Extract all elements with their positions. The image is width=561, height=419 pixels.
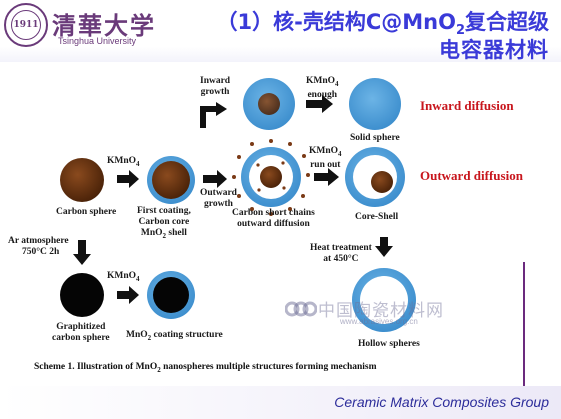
label-mno2-coating-main: MnO <box>126 330 148 340</box>
watermark-logo-icon <box>285 301 317 317</box>
label-kmno4-1-sub: 4 <box>136 159 140 168</box>
label-mno2-shell-sub: 2 <box>162 231 167 240</box>
arrow-ar-atmosphere <box>73 240 91 265</box>
header-band <box>0 0 561 62</box>
label-first-coating: First coating, Carbon core MnO2 shell <box>137 206 191 242</box>
university-name-cn: 清華大学 <box>52 11 156 40</box>
solid-sphere <box>349 78 401 130</box>
inward-sphere-core <box>258 93 280 115</box>
label-kmno4-enough: KMnO4 enough <box>306 76 339 101</box>
label-first-coating-line1: First coating, <box>137 206 191 216</box>
mno2-coating-core <box>153 277 189 313</box>
slide-title-line2: 电容器材料 <box>439 38 549 62</box>
core-shell-core <box>371 171 393 193</box>
label-first-coating-line3: MnO2 shell <box>137 228 191 242</box>
caption-suffix: nanospheres multiple structures forming … <box>160 362 377 372</box>
arrow-kmno4-2 <box>117 286 139 304</box>
diffusion-dots <box>232 139 310 216</box>
decorative-right-rule <box>523 262 525 388</box>
label-ar-line1: Ar atmosphere <box>8 236 69 246</box>
university-name-en: Tsinghua University <box>58 36 137 46</box>
label-ar-line2: 750°C 2h <box>22 247 60 257</box>
label-hollow-spheres: Hollow spheres <box>358 339 420 349</box>
label-kmno4-enough-line2: enough <box>307 89 338 100</box>
label-kmno4-enough-sub: 4 <box>335 79 339 88</box>
seal-inner-ring: 1911 <box>11 10 41 40</box>
label-outward-diffusion: Outward diffusion <box>420 168 523 183</box>
graphitized-sphere <box>60 273 104 317</box>
label-kmno4-2: KMnO4 <box>107 271 140 285</box>
carbon-sphere <box>60 158 104 202</box>
arrow-outward-growth <box>203 170 227 188</box>
footer-group-name: Ceramic Matrix Composites Group <box>334 394 549 410</box>
label-kmno4-enough-main: KMnO <box>306 76 336 86</box>
label-carbon-short-chains: Carbon short chains outward diffusion <box>232 208 315 230</box>
label-kmno4-runout: KMnO4 run out <box>309 146 342 171</box>
label-core-shell: Core-Shell <box>355 212 399 222</box>
label-mno2-coating-tail: coating structure <box>151 330 223 340</box>
arrow-kmno4-runout <box>314 168 339 186</box>
label-graphitized-line1: Graphitized <box>56 322 106 332</box>
label-kmno4-1: KMnO4 <box>107 156 140 170</box>
label-outward-growth-line2: growth <box>204 199 233 209</box>
label-outward-growth: Outward growth <box>200 188 237 210</box>
label-kmno4-2-main: KMnO <box>107 271 137 281</box>
label-inward-growth-line2: growth <box>200 87 230 97</box>
label-kmno4-enough-line1: KMnO4 <box>306 76 339 90</box>
arrow-heat-treatment <box>375 237 393 257</box>
label-kmno4-runout-line1: KMnO4 <box>309 146 342 160</box>
footer-band <box>0 386 561 419</box>
label-inward-growth-line1: Inward <box>200 76 231 86</box>
label-mno2-coating: MnO2 coating structure <box>126 330 223 344</box>
caption-prefix: Scheme 1. Illustration of MnO <box>34 362 158 372</box>
label-graphitized-line2: carbon sphere <box>52 333 110 343</box>
label-kmno4-runout-sub: 4 <box>338 149 342 158</box>
label-kmno4-runout-main: KMnO <box>309 146 339 156</box>
label-inward-diffusion: Inward diffusion <box>420 98 514 113</box>
title-line1-text: （1）核-壳结构C@MnO <box>216 10 456 34</box>
first-coating-core <box>152 161 190 199</box>
label-kmno4-1-main: KMnO <box>107 156 137 166</box>
label-heat-line1: Heat treatment <box>310 243 372 253</box>
label-carbon-sphere: Carbon sphere <box>56 207 117 217</box>
label-mno2-shell-tail: shell <box>166 228 187 238</box>
arrow-kmno4-1 <box>117 170 139 188</box>
label-ar-atmosphere: Ar atmosphere 750°C 2h <box>8 236 69 258</box>
label-heat-line2: at 450°C <box>323 254 359 264</box>
short-chains-core <box>260 166 282 188</box>
label-solid-sphere: Solid sphere <box>350 133 400 143</box>
watermark-url: www.abrasives.org.cn <box>340 317 418 326</box>
label-kmno4-runout-line2: run out <box>310 159 341 170</box>
label-inward-growth: Inward growth <box>200 76 230 98</box>
title-line1-tail: 复合超级 <box>465 10 549 34</box>
watermark-text-cn: 中国陶瓷材料网 <box>318 301 444 321</box>
caption-sub: 2 <box>157 365 161 374</box>
hollow-sphere-inner <box>360 276 408 324</box>
arrow-kmno4-enough <box>306 95 333 113</box>
label-heat-treatment: Heat treatment at 450°C <box>310 243 372 265</box>
label-outward-growth-line1: Outward <box>200 188 237 198</box>
label-graphitized: Graphitized carbon sphere <box>52 322 110 344</box>
scheme-caption: Scheme 1. Illustration of MnO2 nanospher… <box>34 362 377 374</box>
label-kmno4-2-sub: 4 <box>136 274 140 283</box>
arrow-inward-growth <box>200 102 227 128</box>
label-mno2-shell-main: MnO <box>140 228 163 238</box>
slide-title-line1: （1）核-壳结构C@MnO2复合超级 <box>217 6 550 38</box>
label-short-chains-line1: Carbon short chains <box>232 208 315 218</box>
label-short-chains-line2: outward diffusion <box>237 219 310 229</box>
label-first-coating-line2: Carbon core <box>138 217 190 227</box>
label-mno2-coating-sub: 2 <box>147 333 152 342</box>
title-line1-sub: 2 <box>455 23 465 39</box>
university-seal-logo: 1911 <box>4 3 48 47</box>
